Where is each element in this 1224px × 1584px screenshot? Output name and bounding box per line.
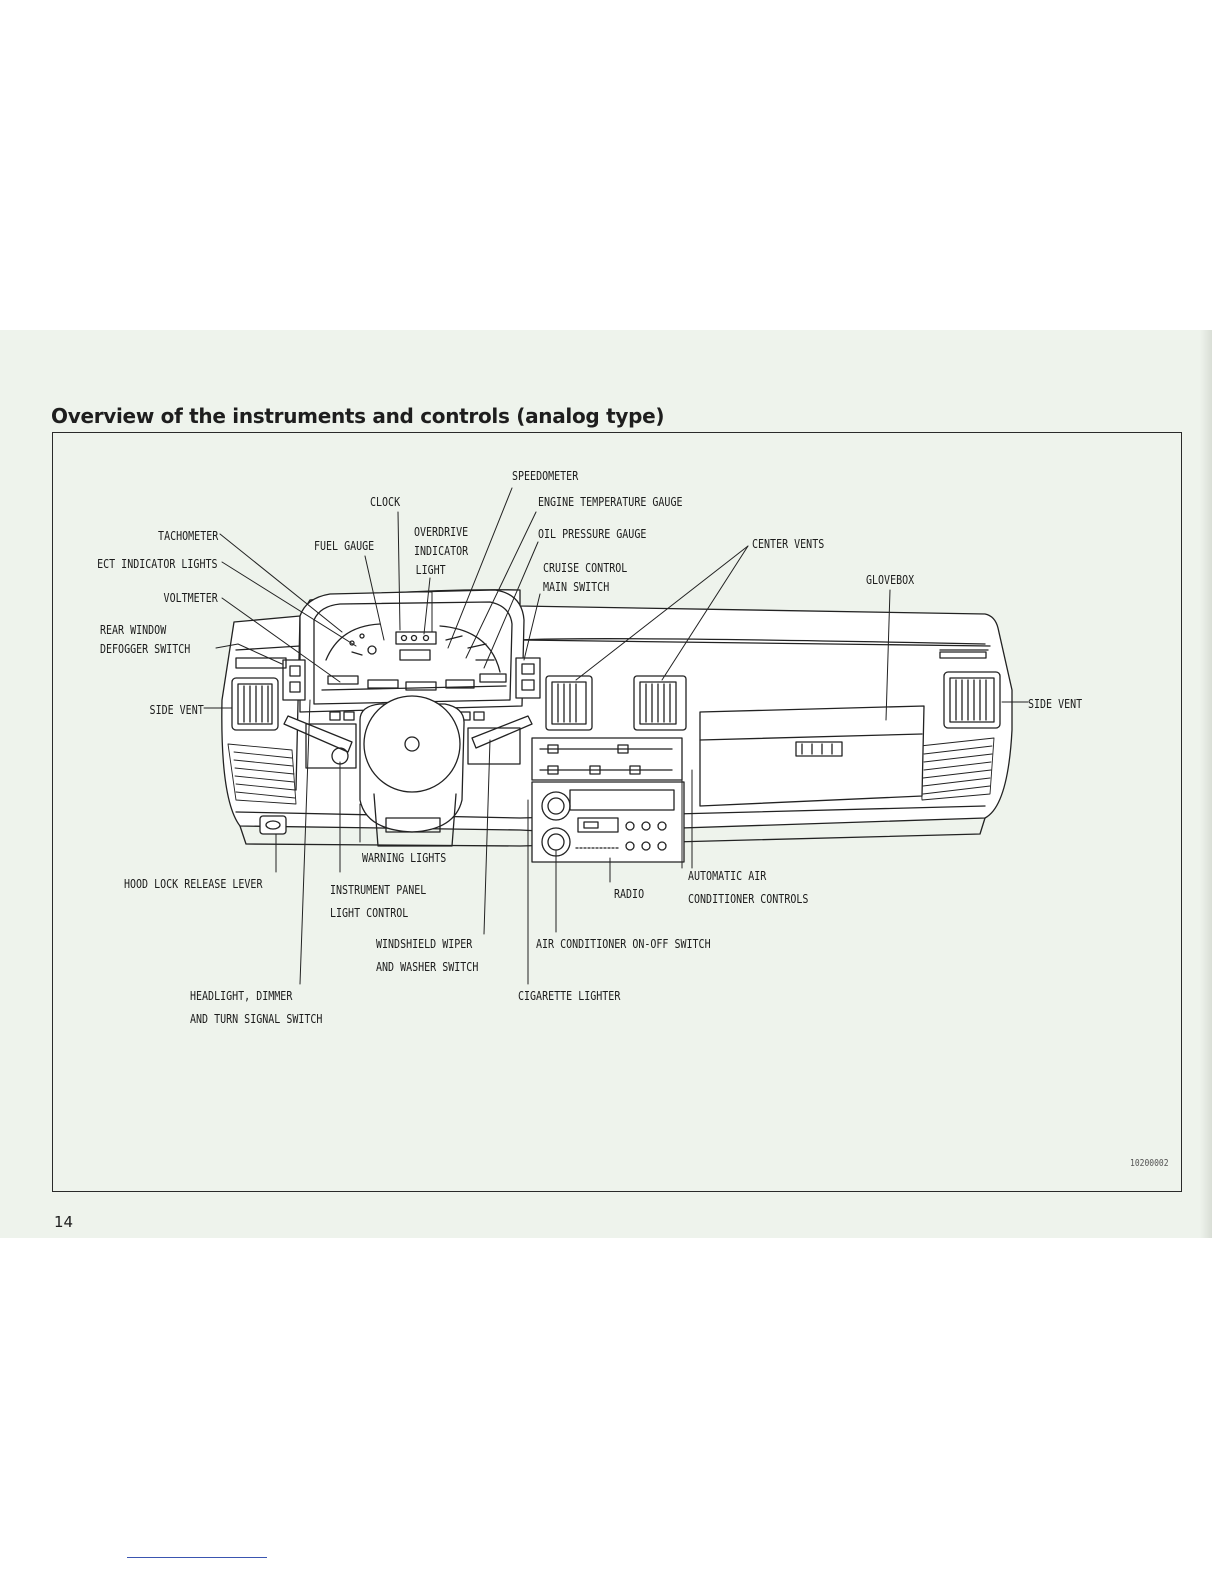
label-line: CRUISE CONTROL bbox=[543, 560, 628, 575]
hood-lock-lever bbox=[259, 815, 287, 835]
label-oil-pressure-gauge: OIL PRESSURE GAUGE bbox=[538, 526, 647, 541]
right-side-vent bbox=[943, 671, 1001, 729]
label-automatic-air-conditioner-controls: AUTOMATIC AIR CONDITIONER CONTROLS bbox=[688, 866, 808, 908]
label-line: INDICATOR bbox=[414, 543, 469, 558]
label-line: HEADLIGHT, DIMMER bbox=[190, 988, 293, 1003]
footer-rule bbox=[127, 1557, 267, 1558]
label-line: AND TURN SIGNAL SWITCH bbox=[190, 1011, 323, 1026]
left-switch-bank bbox=[235, 657, 306, 701]
label-clock: CLOCK bbox=[370, 494, 401, 509]
page-title: Overview of the instruments and controls… bbox=[51, 404, 665, 428]
label-headlight-dimmer-turn-signal-switch: HEADLIGHT, DIMMER AND TURN SIGNAL SWITCH bbox=[190, 986, 322, 1028]
label-line: MAIN SWITCH bbox=[543, 579, 610, 594]
leader-lines bbox=[203, 487, 1029, 985]
label-side-vent-left: SIDE VENT bbox=[149, 702, 204, 717]
label-center-vents: CENTER VENTS bbox=[752, 536, 825, 551]
label-engine-temperature-gauge: ENGINE TEMPERATURE GAUGE bbox=[538, 494, 683, 509]
radio-unit bbox=[531, 781, 685, 863]
label-overdrive-indicator-light: OVERDRIVE INDICATOR LIGHT bbox=[414, 522, 468, 579]
label-line: OVERDRIVE bbox=[414, 524, 469, 539]
climate-controls bbox=[531, 737, 683, 781]
label-speedometer: SPEEDOMETER bbox=[512, 468, 579, 483]
page-number: 14 bbox=[54, 1213, 74, 1231]
label-side-vent-right: SIDE VENT bbox=[1028, 696, 1083, 711]
label-fuel-gauge: FUEL GAUGE bbox=[314, 538, 375, 553]
figure-frame bbox=[52, 432, 1182, 1192]
glovebox bbox=[699, 705, 925, 807]
label-windshield-wiper-and-washer-switch: WINDSHIELD WIPER AND WASHER SWITCH bbox=[376, 934, 478, 976]
label-warning-lights: WARNING LIGHTS bbox=[362, 850, 447, 865]
center-vents bbox=[545, 675, 687, 731]
steering-wheel bbox=[283, 695, 533, 847]
page-edge-shadow bbox=[1200, 330, 1212, 1238]
label-hood-lock-release-lever: HOOD LOCK RELEASE LEVER bbox=[124, 876, 263, 891]
label-voltmeter: VOLTMETER bbox=[163, 590, 218, 605]
label-line: REAR WINDOW bbox=[100, 622, 167, 637]
label-cruise-control-main-switch: CRUISE CONTROL MAIN SWITCH bbox=[543, 558, 627, 596]
label-rear-window-defogger-switch: REAR WINDOW DEFOGGER SWITCH bbox=[100, 620, 190, 658]
label-line: LIGHT bbox=[415, 562, 446, 577]
label-line: INSTRUMENT PANEL bbox=[330, 882, 427, 897]
left-speaker-grille bbox=[227, 743, 297, 805]
label-line: CONDITIONER CONTROLS bbox=[688, 891, 809, 906]
label-cigarette-lighter: CIGARETTE LIGHTER bbox=[518, 988, 621, 1003]
label-line: LIGHT CONTROL bbox=[330, 905, 409, 920]
figure-id: 10200002 bbox=[1130, 1158, 1169, 1169]
label-instrument-panel-light-control: INSTRUMENT PANEL LIGHT CONTROL bbox=[330, 880, 426, 922]
label-line: WINDSHIELD WIPER bbox=[376, 936, 473, 951]
cruise-switch bbox=[515, 657, 541, 699]
label-line: AUTOMATIC AIR bbox=[688, 868, 767, 883]
left-side-vent bbox=[231, 677, 279, 731]
label-ect-indicator-lights: ECT INDICATOR LIGHTS bbox=[97, 556, 218, 571]
label-air-conditioner-on-off-switch: AIR CONDITIONER ON-OFF SWITCH bbox=[536, 936, 711, 951]
label-tachometer: TACHOMETER bbox=[157, 528, 218, 543]
label-radio: RADIO bbox=[614, 886, 645, 901]
label-glovebox: GLOVEBOX bbox=[866, 572, 915, 587]
label-line: AND WASHER SWITCH bbox=[376, 959, 479, 974]
label-line: DEFOGGER SWITCH bbox=[100, 641, 191, 656]
